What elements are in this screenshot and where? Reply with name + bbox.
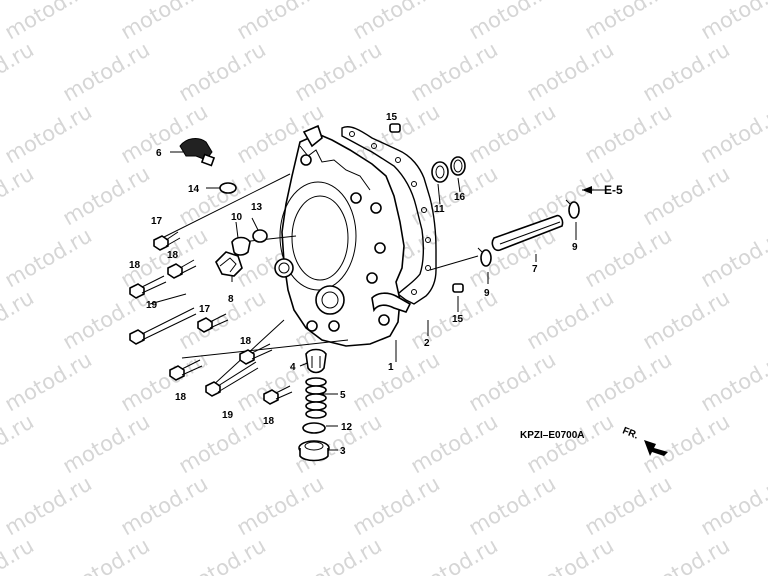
- oil-drain-cap: [298, 440, 330, 462]
- callout-3: 3: [340, 446, 346, 457]
- callout-8: 8: [228, 294, 234, 305]
- bolt-19-left: [129, 307, 197, 345]
- cover-bolt-bosses: [300, 154, 390, 332]
- callout-18-lower: 18: [175, 392, 187, 403]
- right-crankcase-cover: [281, 133, 405, 347]
- bolt-18-bottom: [263, 385, 293, 405]
- guide-8: [215, 251, 243, 277]
- diagram-code: KPZI–E0700A: [520, 430, 584, 441]
- water-hose: [491, 214, 564, 252]
- direction-arrow: FR.: [621, 425, 668, 456]
- callout-19-lower: 19: [222, 410, 234, 421]
- callout-17-lower: 17: [199, 304, 211, 315]
- callout-9-upper: 9: [572, 242, 578, 253]
- callout-18-bottom: 18: [263, 416, 275, 427]
- collar-10: [231, 236, 251, 256]
- bolt-18-lower-left: [169, 359, 203, 381]
- o-ring-13: [252, 229, 268, 243]
- callout-17-upper: 17: [151, 216, 163, 227]
- bolt-17-lower: [197, 313, 229, 333]
- o-ring-14: [219, 182, 237, 194]
- reference-label: E-5: [604, 183, 623, 197]
- reference-arrow: E-5: [582, 183, 623, 197]
- bolt-18-upper: [167, 259, 197, 279]
- callout-12: 12: [341, 422, 353, 433]
- callout-5: 5: [340, 390, 346, 401]
- callout-14: 14: [188, 184, 200, 195]
- direction-arrow-icon: [644, 440, 668, 456]
- cover-gasket: [341, 126, 437, 305]
- callout-18-left: 18: [129, 260, 141, 271]
- callout-10: 10: [231, 212, 243, 223]
- gasket-bolt-holes: [349, 131, 431, 295]
- callout-15-lower: 15: [452, 314, 464, 325]
- callout-16: 16: [454, 192, 466, 203]
- o-ring-12: [302, 422, 326, 434]
- bolt-19-lower: [205, 361, 259, 397]
- hose-clamp-9-upper: [565, 199, 580, 219]
- callout-15-upper: 15: [386, 112, 398, 123]
- callout-1: 1: [388, 362, 394, 373]
- cover-main-dome: [279, 181, 357, 291]
- callout-11: 11: [434, 204, 445, 215]
- callout-numbers: 1 2 3 4 5 6 7 8 9 9 10 11 12 13 14 15 15…: [129, 112, 578, 457]
- water-pipe: [371, 292, 412, 313]
- callout-19-left: 19: [146, 300, 158, 311]
- bolt-17-upper: [153, 231, 181, 251]
- oil-strainer-screen: [305, 348, 327, 374]
- cover-inner-dome: [291, 195, 349, 281]
- callout-18-middle: 18: [240, 336, 252, 347]
- callout-6: 6: [156, 148, 162, 159]
- callout-13: 13: [251, 202, 263, 213]
- bolt-18-left: [129, 275, 167, 299]
- o-ring-16: [450, 156, 466, 176]
- oil-seal-11: [431, 161, 449, 183]
- direction-label: FR.: [621, 425, 640, 441]
- dowel-pin-15-lower: [452, 283, 464, 293]
- callout-9-lower: 9: [484, 288, 490, 299]
- callout-18-upper: 18: [167, 250, 179, 261]
- callout-2: 2: [424, 338, 430, 349]
- callout-7: 7: [532, 264, 538, 275]
- dowel-pin-15-upper: [389, 123, 401, 133]
- bolt-18-middle: [239, 343, 273, 365]
- hose-clamp-9-lower: [477, 247, 492, 267]
- oil-filter-port: [315, 285, 345, 315]
- callout-4: 4: [290, 362, 296, 373]
- spring-5: [305, 377, 327, 419]
- oil-filler-port: [274, 258, 294, 278]
